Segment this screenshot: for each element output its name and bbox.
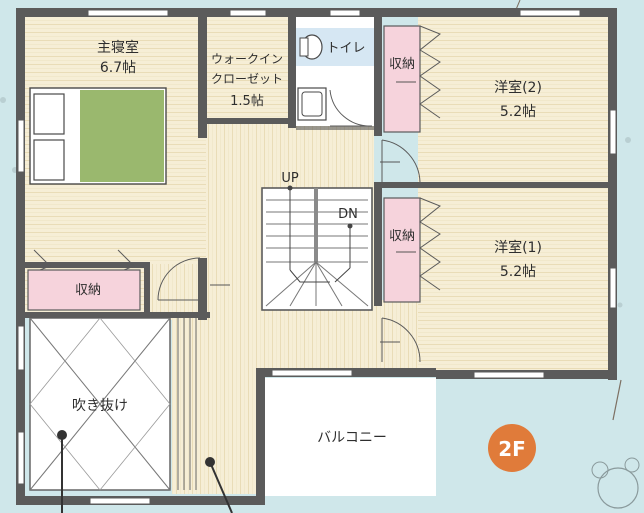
movement-arrows [61, 81, 416, 513]
atrium-area [29, 317, 197, 491]
walk-in-closet-size: 1.5帖 [230, 94, 264, 109]
floor-badge-label: 2F [498, 437, 526, 461]
staircase [261, 185, 373, 311]
toilet-fixture [296, 28, 376, 121]
atrium-marker-dot [57, 430, 67, 440]
balcony-label: バルコニー [317, 430, 387, 446]
bed [29, 87, 167, 185]
storage-middle-label: 収納 [389, 229, 415, 244]
western-room-2-name: 洋室(2) [494, 79, 542, 96]
master-bedroom-name: 主寝室 [97, 39, 139, 56]
western-room-1-size: 5.2帖 [500, 264, 536, 280]
storage-master-label: 収納 [75, 283, 101, 298]
doors [33, 25, 441, 363]
floor-badge: 2F [488, 424, 536, 472]
western-room-1-name: 洋室(1) [494, 239, 542, 256]
storage-upper-label: 収納 [389, 57, 415, 72]
walk-in-closet-line2: クローゼット [211, 72, 283, 86]
storage-areas [27, 25, 421, 311]
stairs-up-label: UP [281, 171, 299, 186]
stairs-down-label: DN [338, 207, 358, 222]
windows [17, 9, 617, 505]
toilet-name: トイレ [326, 41, 365, 56]
western-room-2-size: 5.2帖 [500, 104, 536, 120]
master-bedroom-size: 6.7帖 [100, 60, 136, 76]
handrail-marker-dot [205, 457, 215, 467]
walk-in-closet-line1: ウォークイン [211, 52, 283, 66]
atrium-label: 吹き抜け [72, 398, 128, 414]
